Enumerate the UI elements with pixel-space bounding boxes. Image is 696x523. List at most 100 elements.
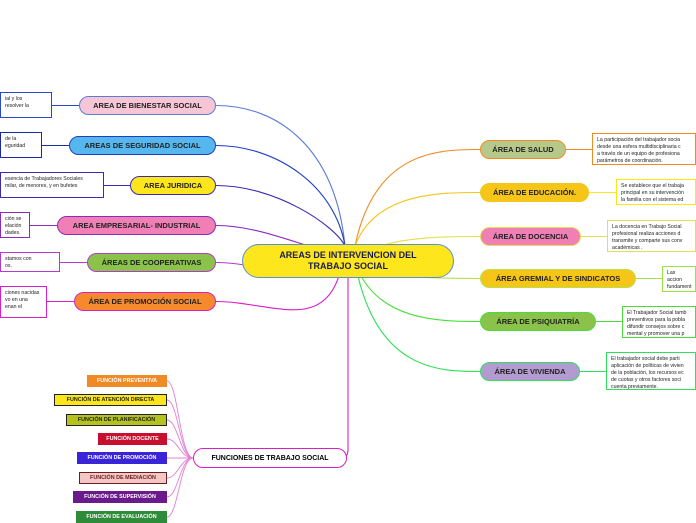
left-area-label: ÁREA DE PROMOCIÓN SOCIAL <box>88 297 202 306</box>
funcion-item-2[interactable]: FUNCIÓN DE PLANIFICACIÓN <box>66 414 167 426</box>
right-note-line: profesional realiza acciones d <box>612 231 681 238</box>
left-note-line: de la <box>5 136 17 142</box>
left-area-0[interactable]: AREA DE BIENESTAR SOCIAL <box>79 96 216 115</box>
left-area-1[interactable]: AREAS DE SEGURIDAD SOCIAL <box>69 136 216 155</box>
right-area-1[interactable]: ÁREA DE EDUCACIÓN. <box>480 183 589 202</box>
funcion-item-0[interactable]: FUNCIÓN PREVENTIVA <box>87 375 167 387</box>
right-note-line: de la población, los recursos ec <box>611 370 684 377</box>
left-connector-2 <box>215 184 346 247</box>
right-area-4[interactable]: ÁREA DE PSIQUIATRÍA <box>480 312 596 331</box>
right-note-line: La docencia en Trabajo Social <box>612 224 682 230</box>
right-connector-5 <box>354 261 481 373</box>
left-note-line: stamos con <box>5 256 32 262</box>
left-area-5[interactable]: ÁREA DE PROMOCIÓN SOCIAL <box>74 292 216 311</box>
right-note-line: como ases <box>667 291 691 292</box>
funcion-item-1[interactable]: FUNCIÓN DE ATENCIÓN DIRECTA <box>54 394 167 406</box>
right-note-line: parámetros de coordinación. <box>597 158 663 165</box>
right-connector-4 <box>354 261 481 323</box>
right-note-line: aplicación de políticas de vivien <box>611 363 684 370</box>
right-area-label: ÁREA DE VIVIENDA <box>494 367 566 376</box>
funcion-label: FUNCIÓN DE SUPERVISIÓN <box>84 494 156 500</box>
right-area-0[interactable]: ÁREA DE SALUD <box>480 140 566 159</box>
funcion-item-4[interactable]: FUNCIÓN DE PROMOCIÓN <box>77 452 167 464</box>
right-area-2[interactable]: ÁREA DE DOCENCIA <box>480 227 581 246</box>
left-area-label: ÁREAS DE COOPERATIVAS <box>101 258 202 267</box>
right-note-line: Las accion <box>667 270 682 284</box>
funciones-connector <box>339 278 349 459</box>
left-area-label: AREA EMPRESARIAL- INDUSTRIAL <box>72 221 201 230</box>
right-area-label: ÁREA DE EDUCACIÓN. <box>492 188 577 197</box>
funcion-label: FUNCIÓN DOCENTE <box>106 436 159 442</box>
left-area-label: AREAS DE SEGURIDAD SOCIAL <box>84 141 201 150</box>
funcion-label: FUNCIÓN DE MEDIACIÓN <box>90 475 156 481</box>
left-connector-0 <box>215 104 346 247</box>
funcion-item-5[interactable]: FUNCIÓN DE MEDIACIÓN <box>79 472 167 484</box>
funciones-node[interactable]: FUNCIONES DE TRABAJO SOCIAL <box>193 448 347 468</box>
left-note-line: elación <box>5 223 22 230</box>
funcion-item-3[interactable]: FUNCIÓN DOCENTE <box>98 433 167 445</box>
right-note-line: desde una esfera multidisciplinaria c <box>597 144 681 151</box>
left-area-label: AREA DE BIENESTAR SOCIAL <box>93 101 202 110</box>
central-title-line1: AREAS DE INTERVENCION DEL <box>279 250 417 261</box>
right-connector-1 <box>354 191 481 247</box>
central-topic[interactable]: AREAS DE INTERVENCION DEL TRABAJO SOCIAL <box>242 244 454 278</box>
funcion-connector-3 <box>166 438 194 459</box>
funcion-label: FUNCIÓN DE ATENCIÓN DIRECTA <box>66 397 155 403</box>
left-note-line: dades. <box>5 230 21 237</box>
right-area-label: ÁREA DE SALUD <box>492 145 554 154</box>
right-note-line: El trabajador social debe parti <box>611 356 680 362</box>
left-note-line: enan el <box>5 304 23 311</box>
left-connector-1 <box>215 144 346 247</box>
funcion-label: FUNCIÓN DE EVALUACIÓN <box>86 514 157 520</box>
right-note-line: fundament <box>667 284 692 291</box>
left-area-2[interactable]: AREA JURIDICA <box>130 176 216 195</box>
left-note-line: esencia de Trabajadores Sociales <box>5 176 83 182</box>
right-note-line: La participación del trabajador socia <box>597 137 681 143</box>
left-note-line: os. <box>5 263 12 270</box>
left-note-line: ial y los <box>5 96 23 102</box>
right-note-line: mental y promover una p <box>627 331 685 338</box>
left-note-line: ciones nacidas <box>5 290 40 296</box>
funcion-connector-0 <box>166 380 194 459</box>
right-area-label: ÁREA DE PSIQUIATRÍA <box>496 317 580 326</box>
funcion-item-6[interactable]: FUNCIÓN DE SUPERVISIÓN <box>73 491 167 503</box>
funcion-item-7[interactable]: FUNCIÓN DE EVALUACIÓN <box>76 511 167 523</box>
left-area-3[interactable]: AREA EMPRESARIAL- INDUSTRIAL <box>57 216 216 235</box>
right-note-3: Las accionfundamentcomo ases <box>662 266 696 292</box>
funcion-label: FUNCIÓN DE PLANIFICACIÓN <box>77 417 156 423</box>
right-note-line: transmite y comparte sus conv <box>612 238 683 245</box>
left-area-label: AREA JURIDICA <box>143 181 203 190</box>
right-connector-0 <box>354 148 481 247</box>
right-note-line: principal en su intervención <box>621 190 684 197</box>
funcion-connector-7 <box>166 457 194 518</box>
right-note-line: académicas . <box>612 245 643 252</box>
funcion-label: FUNCIÓN DE PROMOCIÓN <box>87 455 157 461</box>
right-note-line: Se establece que el trabaja <box>621 183 684 189</box>
right-note-line: de cuotas y otros factores soci <box>611 377 682 384</box>
right-note-line: la familia con el sistema ed <box>621 197 684 204</box>
right-area-3[interactable]: ÁREA GREMIAL Y DE SINDICATOS <box>480 269 636 288</box>
central-title-line2: TRABAJO SOCIAL <box>307 261 388 271</box>
funciones-label: FUNCIONES DE TRABAJO SOCIAL <box>211 454 329 462</box>
right-area-label: ÁREA DE DOCENCIA <box>492 232 569 241</box>
right-area-5[interactable]: ÁREA DE VIVIENDA <box>480 362 580 381</box>
left-note-line: vo en una <box>5 297 28 304</box>
right-note-line: difundir consejos sobre c <box>627 324 685 331</box>
left-note-line: resolver la <box>5 103 29 110</box>
right-note-line: a través de un equipo de profesiona <box>597 151 680 158</box>
right-note-line: preventivos para la pobla <box>627 317 685 324</box>
left-area-4[interactable]: ÁREAS DE COOPERATIVAS <box>87 253 216 272</box>
left-note-line: ción se <box>5 216 22 222</box>
right-note-line: cuenta previamente. <box>611 384 659 390</box>
